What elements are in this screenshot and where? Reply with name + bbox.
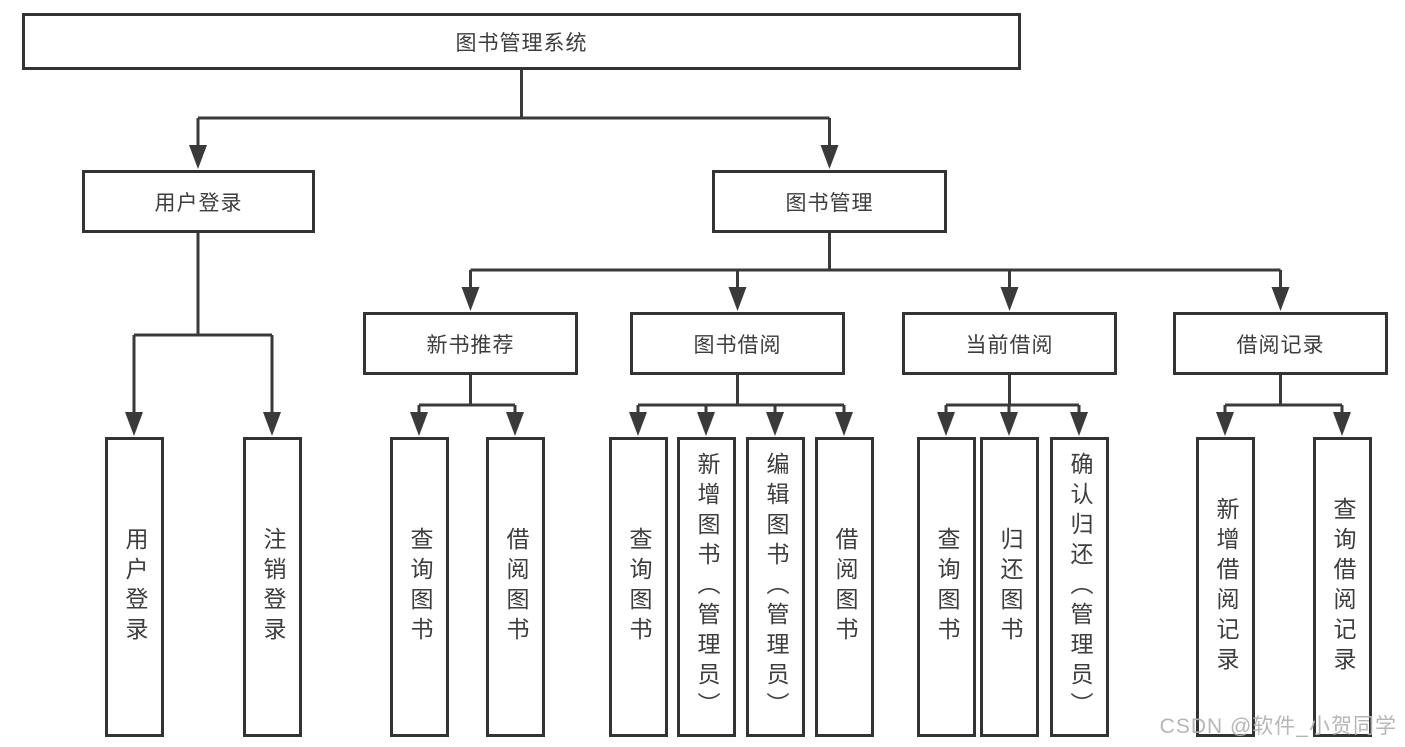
arrow-down-icon <box>697 412 715 436</box>
leaf-cb-query-book: 查询图书 <box>917 437 976 737</box>
leaf-cb-return-book: 归还图书 <box>980 437 1039 737</box>
arrow-down-icon <box>937 412 955 436</box>
node-user-login: 用户登录 <box>82 170 315 233</box>
arrow-down-icon <box>461 287 480 311</box>
connector-root-to-level2 <box>196 70 831 147</box>
leaf-bb-add-book-admin: 新增图书（管理员） <box>677 437 736 737</box>
leaf-rec-query-book: 查询图书 <box>390 437 449 737</box>
node-current-borrowing: 当前借阅 <box>902 312 1117 375</box>
csdn-watermark: CSDN @软件_小贺同学 <box>1159 715 1397 738</box>
connector-bookborrow-to-leaves <box>636 375 846 414</box>
arrow-down-icon <box>410 412 428 436</box>
node-borrowing-records: 借阅记录 <box>1173 312 1388 375</box>
arrow-down-icon <box>1070 412 1088 436</box>
leaf-bb-query-book: 查询图书 <box>609 437 668 737</box>
leaf-br-add-record: 新增借阅记录 <box>1196 437 1255 737</box>
arrow-down-icon <box>1333 412 1351 436</box>
arrow-down-icon <box>820 145 839 169</box>
leaf-rec-borrow-book: 借阅图书 <box>486 437 545 737</box>
node-book-management: 图书管理 <box>712 170 947 233</box>
leaf-user-login: 用户登录 <box>105 437 164 737</box>
node-book-borrowing: 图书借阅 <box>630 312 845 375</box>
arrow-down-icon <box>263 412 281 436</box>
arrow-down-icon <box>1216 412 1234 436</box>
leaf-br-query-record: 查询借阅记录 <box>1313 437 1372 737</box>
node-root-system: 图书管理系统 <box>22 13 1021 70</box>
arrow-down-icon <box>766 412 784 436</box>
arrow-down-icon <box>125 412 143 436</box>
leaf-cb-confirm-return-admin: 确认归还（管理员） <box>1050 437 1109 737</box>
arrow-down-icon <box>835 412 853 436</box>
arrow-down-icon <box>1000 287 1019 311</box>
leaf-bb-borrow-book: 借阅图书 <box>815 437 874 737</box>
connector-borrowrecord-to-leaves <box>1223 375 1344 414</box>
leaf-bb-edit-book-admin: 编辑图书（管理员） <box>746 437 805 737</box>
arrow-down-icon <box>1000 412 1018 436</box>
arrow-down-icon <box>629 412 647 436</box>
arrow-down-icon <box>506 412 524 436</box>
connector-bookmgmt-to-level3 <box>469 233 1282 289</box>
connector-currentborrow-to-leaves <box>944 375 1081 414</box>
connector-newbookrec-to-leaves <box>417 375 517 414</box>
leaf-logout: 注销登录 <box>243 437 302 737</box>
arrow-down-icon <box>1271 287 1290 311</box>
arrow-down-icon <box>189 145 207 169</box>
arrowheads <box>125 145 1351 436</box>
connector-userlogin-to-leaves <box>132 233 274 414</box>
node-new-book-recommend: 新书推荐 <box>363 312 578 375</box>
arrow-down-icon <box>728 287 747 311</box>
